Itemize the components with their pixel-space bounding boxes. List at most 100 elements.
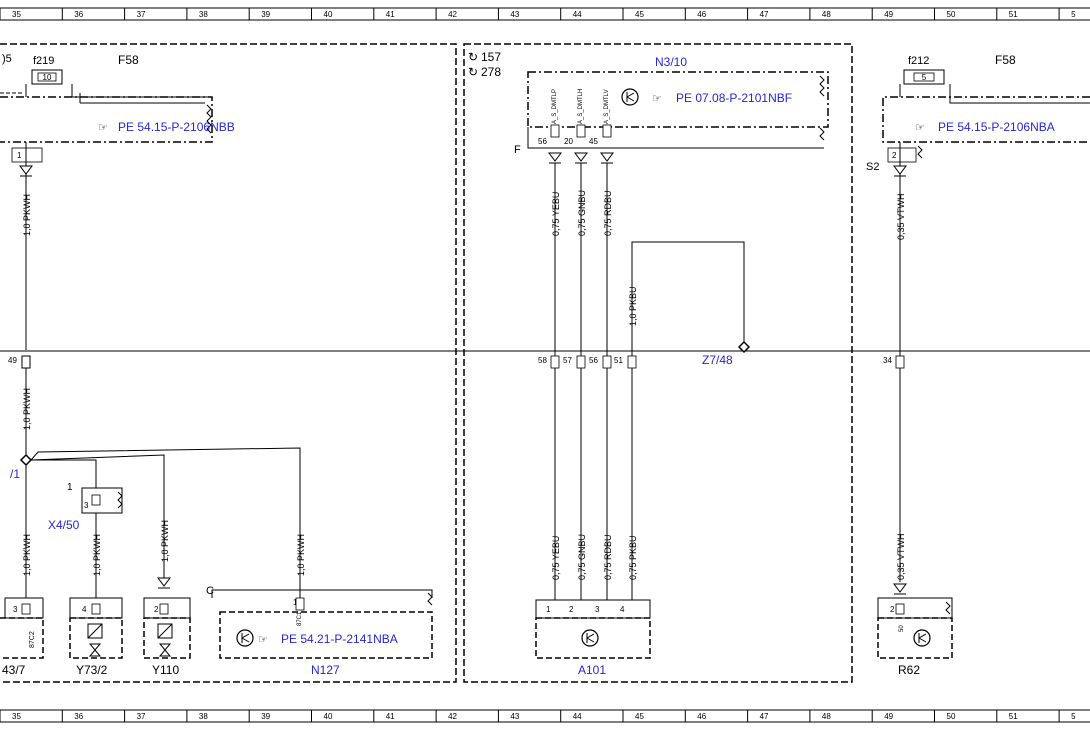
svg-text:1,0 PKWH: 1,0 PKWH <box>92 534 102 576</box>
svg-text:2: 2 <box>892 151 897 160</box>
ruler-number: 35 <box>12 10 21 19</box>
ruler-number: 38 <box>199 712 208 721</box>
component-43-7 <box>0 617 44 659</box>
splice-diamond-icon <box>19 453 33 467</box>
svg-text:1,0 PKWH: 1,0 PKWH <box>296 534 306 576</box>
transistor-icon <box>621 88 639 106</box>
ruler-number: 35 <box>12 712 21 721</box>
connector-arrow-icon <box>893 583 907 593</box>
ruler-number: 45 <box>635 712 644 721</box>
module-a101-label: A101 <box>578 663 606 677</box>
svg-text:50: 50 <box>899 625 905 632</box>
right-panel: f212 5 F58 ☞ PE 54.15-P-2106NBA 2 S2 0,3… <box>866 53 1090 677</box>
svg-text:10: 10 <box>43 73 52 82</box>
svg-text:A_S_DMTLP: A_S_DMTLP <box>552 89 558 124</box>
pe-ref-center: PE 07.08-P-2101NBF <box>676 91 792 105</box>
svg-text:0,35 VTWH: 0,35 VTWH <box>896 533 906 580</box>
svg-text:S2: S2 <box>866 161 879 173</box>
fuse-box-outline <box>882 96 1090 143</box>
svg-text:56: 56 <box>589 356 598 365</box>
svg-text:F: F <box>514 144 521 156</box>
ruler-number: 50 <box>947 712 956 721</box>
connector-arrow-icon <box>600 152 614 162</box>
ruler-number: 50 <box>947 10 956 19</box>
ruler-number: 38 <box>199 10 208 19</box>
component-r62-label: R62 <box>898 663 920 677</box>
ruler-number: 43 <box>510 10 519 19</box>
connector-arrow-icon <box>574 152 588 162</box>
ruler-number: 47 <box>760 712 769 721</box>
ruler-number: 39 <box>261 10 270 19</box>
svg-text:4: 4 <box>82 605 87 614</box>
connector-arrow-icon <box>157 577 171 587</box>
ruler-number: 36 <box>74 712 83 721</box>
module-n3-10-label: N3/10 <box>655 55 687 69</box>
svg-text:5: 5 <box>922 73 927 82</box>
ruler-number: 48 <box>822 10 831 19</box>
center-panel: ↻ 157 ↻ 278 N3/10 ☞ PE 07.08-P-2101NBF A… <box>468 50 829 677</box>
ruler-number: 48 <box>822 712 831 721</box>
svg-text:1: 1 <box>17 151 22 160</box>
ruler-number: 42 <box>448 712 457 721</box>
svg-text:A_S_DMTLH: A_S_DMTLH <box>578 89 584 124</box>
valve-icon <box>88 643 102 657</box>
svg-text:20: 20 <box>564 137 573 146</box>
svg-text:2: 2 <box>154 605 159 614</box>
ruler-number: 41 <box>386 712 395 721</box>
splice-diamond-icon <box>737 340 751 354</box>
ruler-number: 37 <box>137 10 146 19</box>
fuse-f219-label: f219 <box>33 55 54 67</box>
connector-arrow-icon <box>893 165 907 175</box>
pointer-hand-icon: ☞ <box>258 634 268 646</box>
transistor-icon <box>236 629 254 647</box>
svg-text:C: C <box>206 585 214 597</box>
svg-text:57: 57 <box>563 356 572 365</box>
svg-text:0,75 RDBU: 0,75 RDBU <box>603 190 613 236</box>
pointer-hand-icon: ☞ <box>98 122 108 134</box>
pe-ref-n127: PE 54.21-P-2141NBA <box>281 632 398 646</box>
module-a101 <box>535 617 651 659</box>
module-n127 <box>219 611 433 659</box>
svg-text:45: 45 <box>589 137 598 146</box>
valve-y73-2 <box>69 617 123 659</box>
connector-pin-49 <box>21 355 31 369</box>
transistor-icon <box>581 629 599 647</box>
svg-text:3: 3 <box>13 605 18 614</box>
valve-y110-label: Y110 <box>152 663 179 677</box>
module-n3-10 <box>527 71 829 128</box>
left-panel: )5 f219 10 F58 ☞ PE 54.15-P-2106NBB 1 1,… <box>0 53 433 677</box>
svg-text:1,0 PKWH: 1,0 PKWH <box>22 388 32 430</box>
svg-text:4: 4 <box>620 605 625 614</box>
ruler-number: 40 <box>324 10 333 19</box>
ruler-number: 39 <box>261 712 270 721</box>
svg-text:34: 34 <box>883 356 892 365</box>
valve-y73-2-label: Y73/2 <box>76 663 108 677</box>
svg-text:56: 56 <box>538 137 547 146</box>
pointer-hand-icon: ☞ <box>652 93 662 105</box>
svg-text:1,0 PKBU: 1,0 PKBU <box>628 286 638 326</box>
component-r62 <box>877 617 953 659</box>
svg-text:51: 51 <box>614 356 623 365</box>
ruler-number: 5 <box>1071 10 1076 19</box>
corner-label: )5 <box>2 53 12 65</box>
fuse-f212-label: f212 <box>908 55 929 67</box>
wire-label: 1,0 PKWH <box>22 194 32 236</box>
ruler-number: 49 <box>884 712 893 721</box>
svg-text:0,75 YEBU: 0,75 YEBU <box>551 536 561 580</box>
svg-text:0,75 RDBU: 0,75 RDBU <box>603 534 613 580</box>
ruler-number: 51 <box>1009 712 1018 721</box>
connector-pin-34 <box>895 355 905 369</box>
connector-arrow-icon <box>19 165 33 175</box>
connector-arrow-icon <box>548 152 562 162</box>
ruler-number: 46 <box>697 10 706 19</box>
svg-text:2: 2 <box>569 605 574 614</box>
fuse-box-outline <box>0 96 213 143</box>
svg-text:58: 58 <box>538 356 547 365</box>
ruler-number: 44 <box>573 712 582 721</box>
svg-text:3: 3 <box>595 605 600 614</box>
ruler-number: 43 <box>510 712 519 721</box>
svg-text:3: 3 <box>84 501 89 510</box>
svg-text:1,0 PKWH: 1,0 PKWH <box>160 520 170 562</box>
svg-text:87C1: 87C1 <box>297 611 303 626</box>
